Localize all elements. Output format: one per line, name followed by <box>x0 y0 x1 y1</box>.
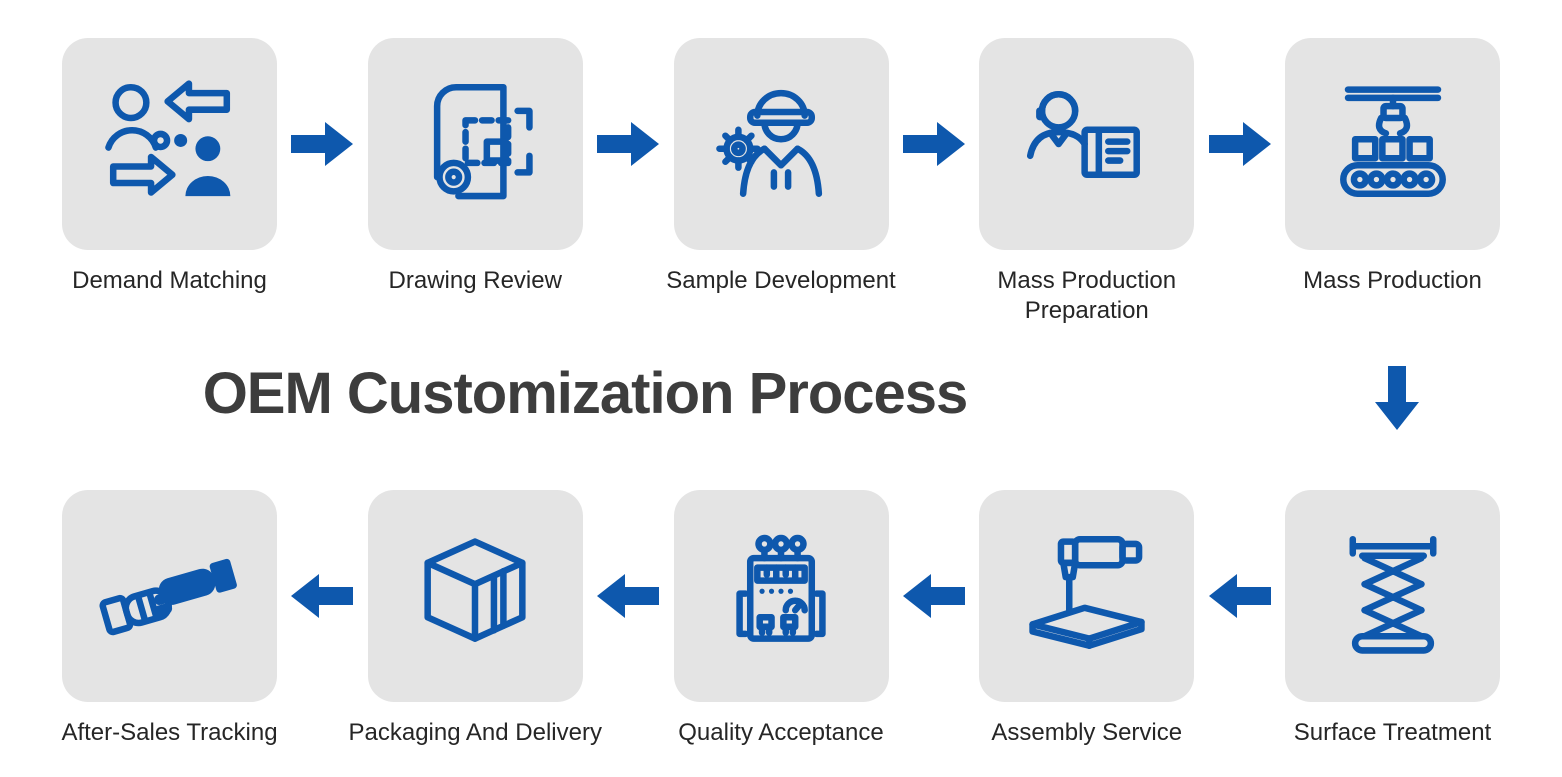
step-tile <box>62 38 277 250</box>
surface-treatment-icon <box>1322 525 1464 667</box>
step-label: Surface Treatment <box>1293 719 1492 746</box>
step-label: After-Sales Tracking <box>61 719 278 746</box>
step-label: Packaging And Delivery <box>348 719 602 746</box>
step-mass-production: Mass Production <box>1285 38 1500 296</box>
step-after-sales-tracking: After-Sales Tracking <box>61 490 278 748</box>
after-sales-tracking-icon <box>98 525 241 667</box>
step-tile <box>979 490 1195 702</box>
flow-arrow-right-icon <box>1208 122 1271 166</box>
step-tile <box>979 38 1195 250</box>
step-surface-treatment: Surface Treatment <box>1285 490 1500 748</box>
step-tile <box>1285 38 1500 250</box>
step-label: Quality Acceptance <box>678 719 884 746</box>
step-label: Assembly Service <box>991 719 1183 746</box>
step-label: Drawing Review <box>388 267 562 294</box>
flow-arrow-left-icon <box>597 574 660 618</box>
step-tile <box>1285 490 1500 702</box>
flow-arrow-left-icon <box>1208 574 1271 618</box>
mass-production-icon <box>1322 73 1464 215</box>
flow-arrow-down-icon <box>1375 366 1419 430</box>
step-tile <box>367 490 583 702</box>
step-label: Demand Matching <box>72 267 267 294</box>
top-row: Demand Matching Draw <box>62 38 1500 326</box>
flow-arrow-left-icon <box>291 574 354 618</box>
drawing-review-icon <box>404 73 546 215</box>
step-tile <box>673 38 889 250</box>
step-demand-matching: Demand Matching <box>62 38 277 296</box>
step-quality-acceptance: Quality Acceptance <box>673 490 889 748</box>
packaging-and-delivery-icon <box>404 525 546 667</box>
demand-matching-icon <box>99 73 241 215</box>
step-tile <box>673 490 889 702</box>
quality-acceptance-icon <box>710 525 852 667</box>
flow-arrow-right-icon <box>597 122 660 166</box>
step-assembly-service: Assembly Service <box>979 490 1195 748</box>
step-mass-production-preparation: Mass Production Preparation <box>979 38 1195 326</box>
step-label: Mass Production <box>1303 267 1482 294</box>
flow-arrow-right-icon <box>902 122 965 166</box>
flow-arrow-left-icon <box>902 574 965 618</box>
step-label: Mass Production Preparation <box>997 267 1177 324</box>
step-drawing-review: Drawing Review <box>367 38 583 296</box>
sample-development-icon <box>710 73 852 215</box>
flow-arrow-right-icon <box>291 122 354 166</box>
step-tile <box>367 38 583 250</box>
step-tile <box>62 490 277 702</box>
diagram-title: OEM Customization Process <box>202 361 969 426</box>
bottom-row: After-Sales Tracking Packaging An <box>61 490 1500 748</box>
mass-production-preparation-icon <box>1016 73 1158 215</box>
assembly-service-icon <box>1016 525 1158 667</box>
step-label: Sample Development <box>666 267 896 294</box>
step-packaging-and-delivery: Packaging And Delivery <box>349 490 602 748</box>
step-sample-development: Sample Development <box>666 38 896 296</box>
